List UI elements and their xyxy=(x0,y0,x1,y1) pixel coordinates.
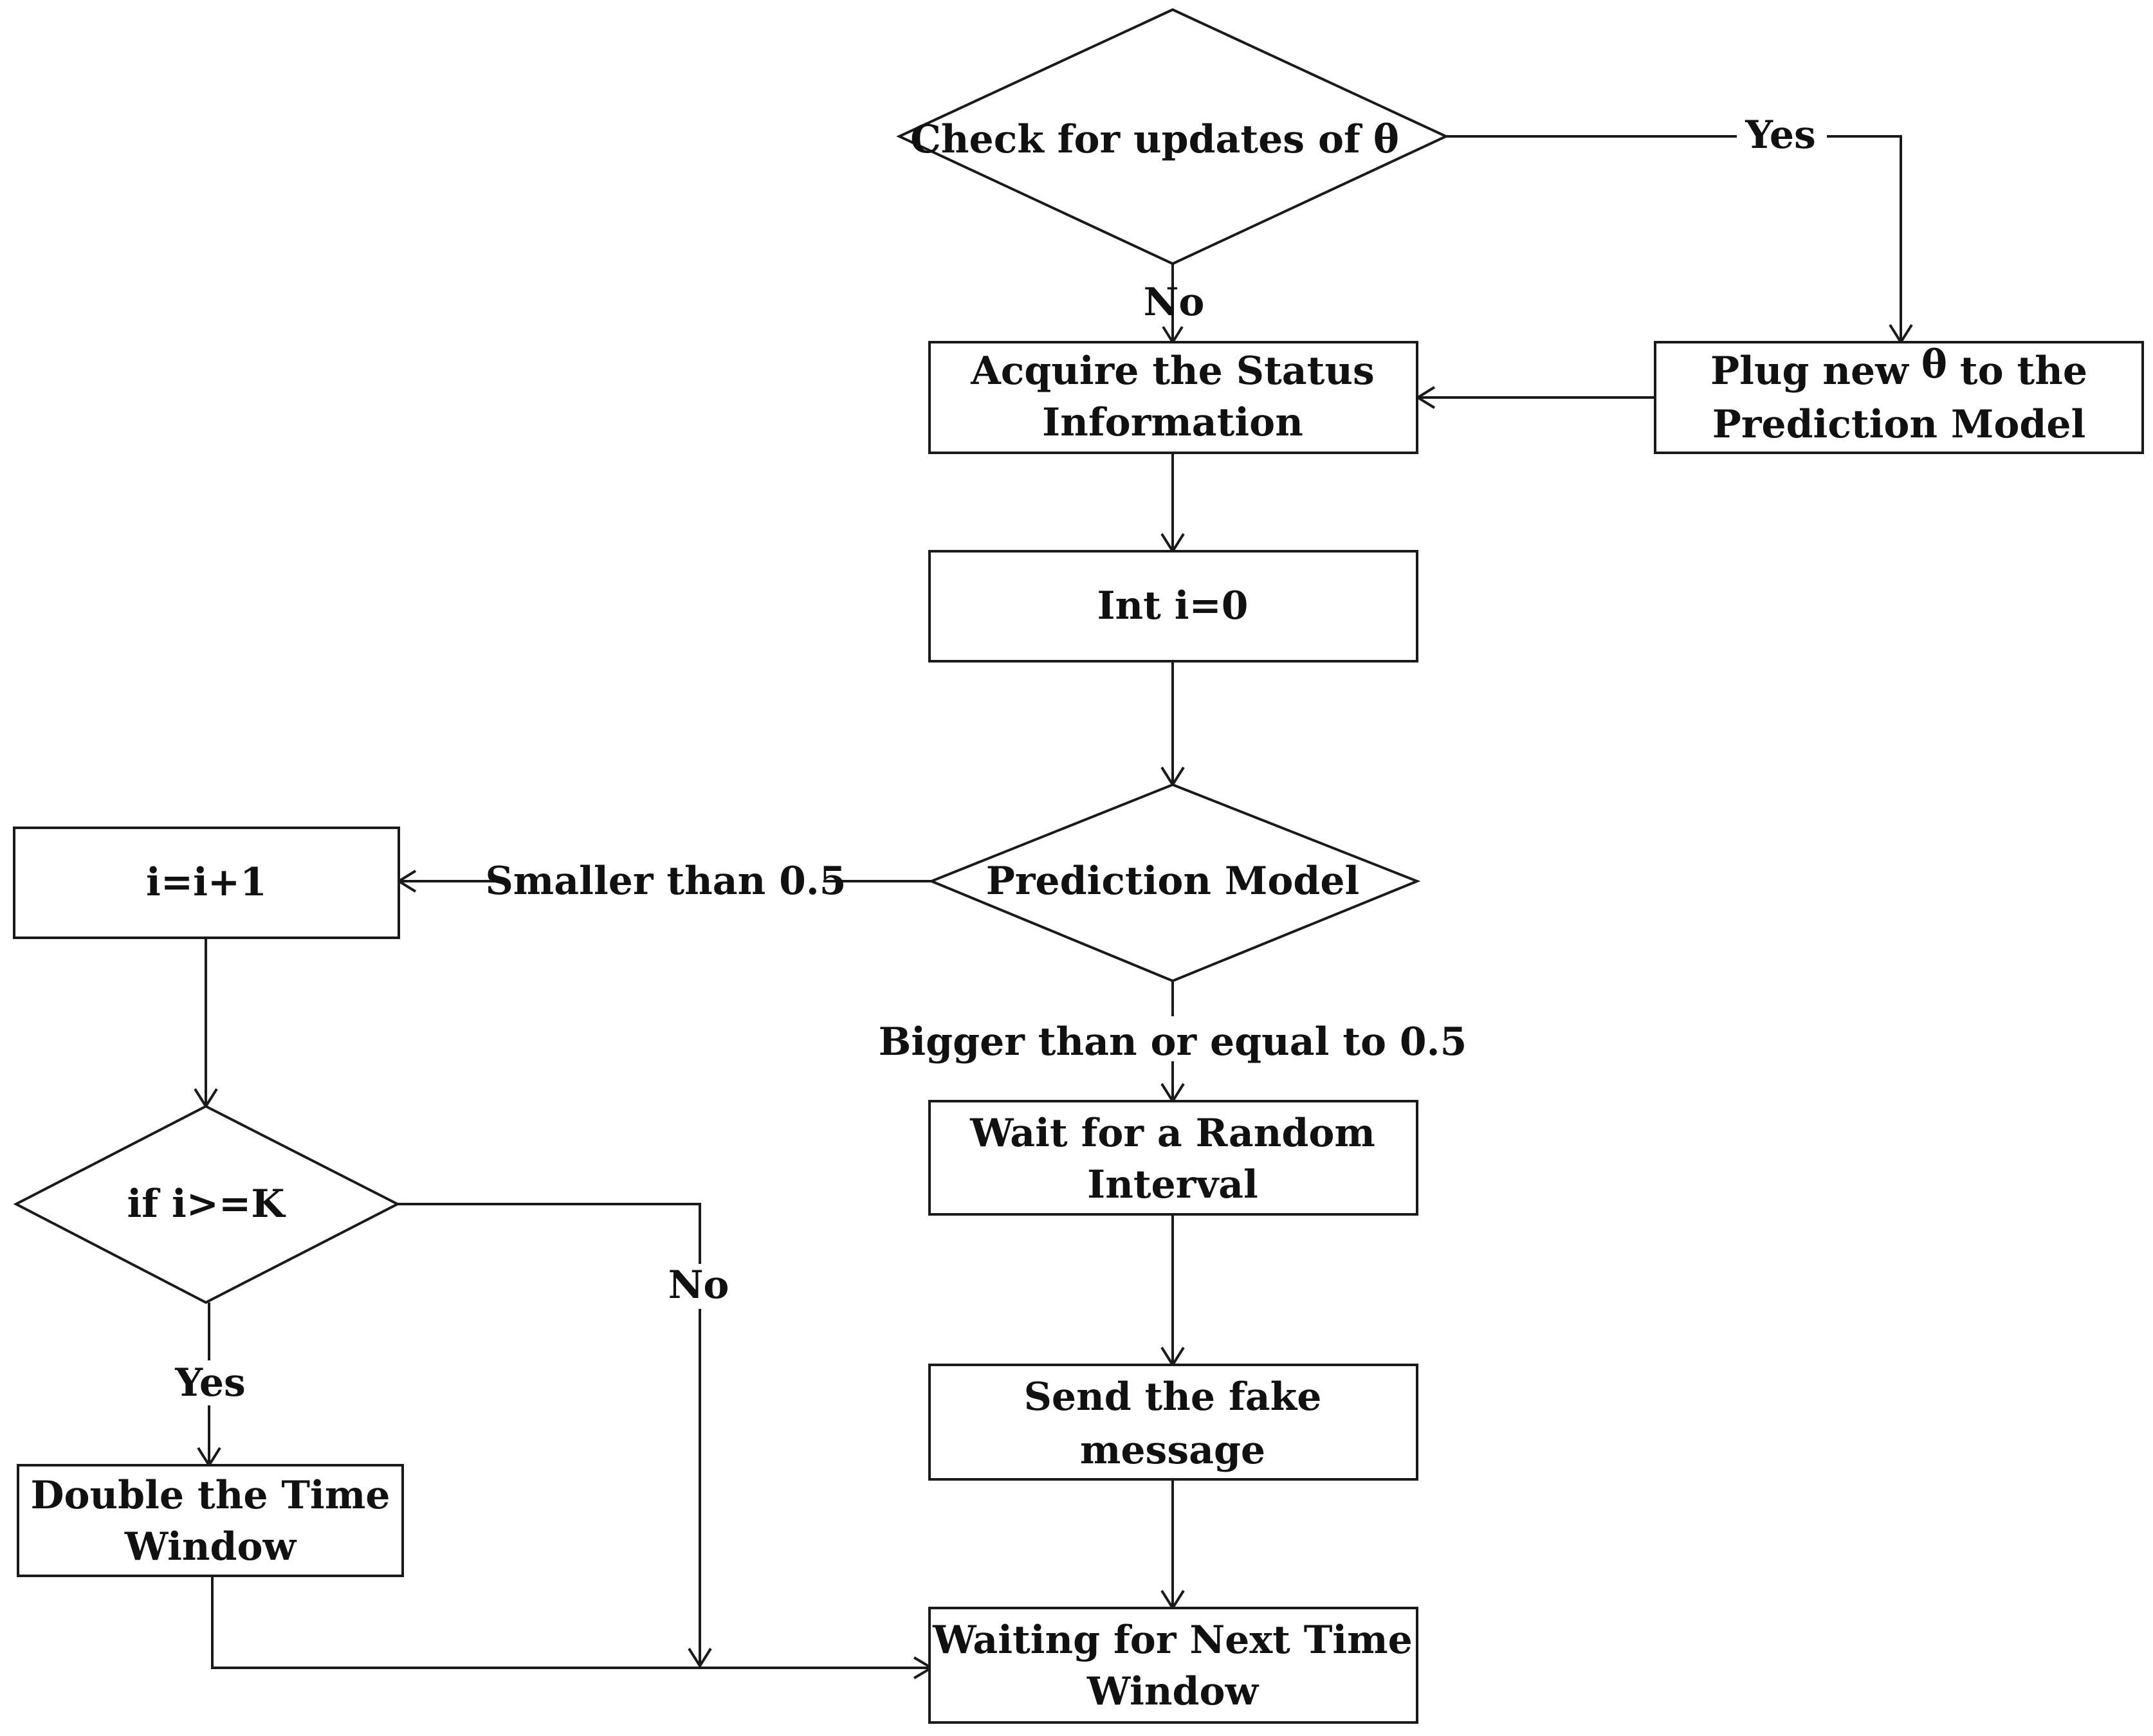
process-waiting-next: Waiting for Next Time Window xyxy=(928,1607,1418,1724)
label-check-no: No xyxy=(1144,280,1205,325)
wait-random-line2: Interval xyxy=(1087,1162,1258,1207)
process-send-fake: Send the fake message xyxy=(928,1364,1418,1481)
wait-random-line1: Wait for a Random xyxy=(969,1111,1375,1156)
label-k-yes: Yes xyxy=(174,1360,246,1405)
increment-i-label: i=i+1 xyxy=(146,860,267,905)
edge-double-waiting xyxy=(211,1576,931,1669)
process-increment-i: i=i+1 xyxy=(13,827,400,939)
label-k-no: No xyxy=(668,1263,729,1308)
plug-theta-line2: Prediction Model xyxy=(1712,402,2086,447)
arrowhead-no-join xyxy=(688,1647,712,1668)
send-fake-line2: message xyxy=(1080,1428,1265,1473)
process-double-window: Double the Time Window xyxy=(17,1464,404,1577)
init-i-label: Int i=0 xyxy=(1097,583,1248,628)
edge-labels: Yes No Smaller than 0.5 Bigger than or e… xyxy=(174,113,1827,1405)
prediction-model-label: Prediction Model xyxy=(986,859,1360,904)
send-fake-line1: Send the fake xyxy=(1024,1375,1322,1420)
process-wait-random: Wait for a Random Interval xyxy=(928,1100,1418,1216)
acquire-status-line2: Information xyxy=(1042,400,1303,445)
label-smaller: Smaller than 0.5 xyxy=(485,859,846,904)
label-bigger: Bigger than or equal to 0.5 xyxy=(879,1019,1467,1064)
process-init-i: Int i=0 xyxy=(928,550,1418,662)
edge-checkk-no xyxy=(398,1203,701,1666)
process-acquire-status: Acquire the Status Information xyxy=(928,341,1418,454)
double-window-line2: Window xyxy=(124,1524,297,1569)
edge-check-yes xyxy=(1446,135,1902,342)
double-window-line1: Double the Time xyxy=(31,1473,390,1518)
acquire-status-line1: Acquire the Status xyxy=(970,349,1375,394)
check-k-label: if i>=K xyxy=(127,1182,286,1227)
decision-check-k: if i>=K xyxy=(13,1104,401,1304)
waiting-next-line2: Window xyxy=(1086,1669,1260,1714)
waiting-next-line1: Waiting for Next Time xyxy=(932,1618,1413,1663)
decision-prediction-model: Prediction Model xyxy=(928,783,1421,983)
label-check-yes: Yes xyxy=(1745,113,1816,158)
